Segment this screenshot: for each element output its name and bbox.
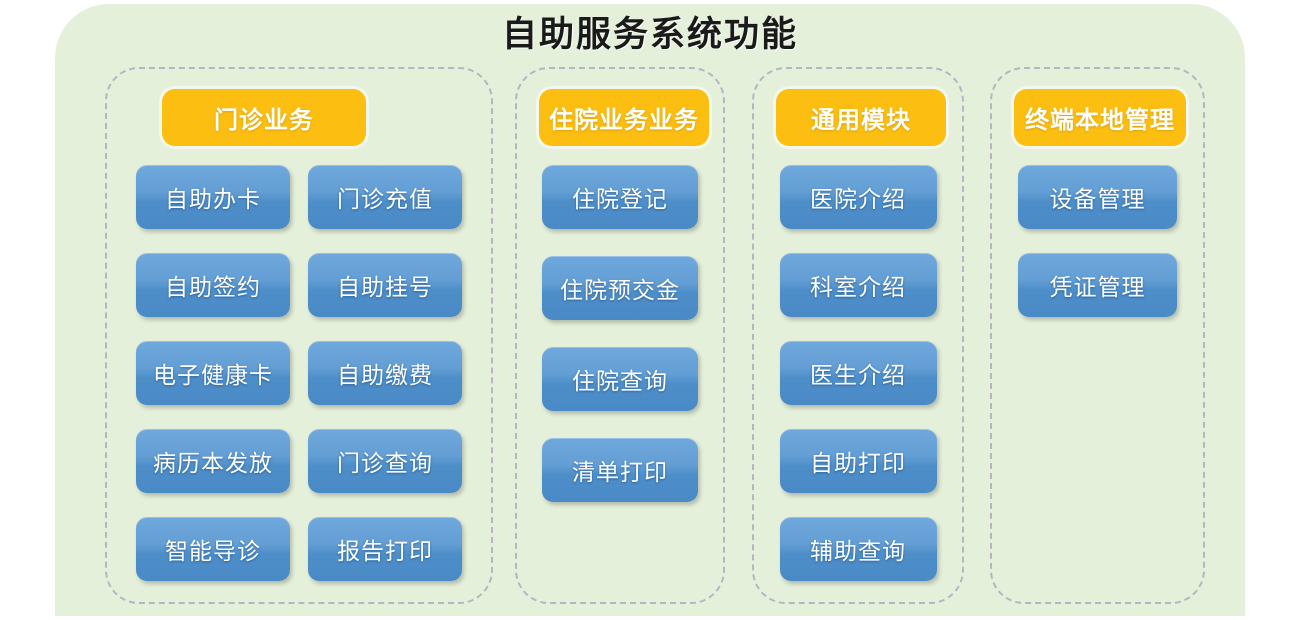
category-header-inpatient[interactable]: 住院业务业务 — [539, 89, 709, 146]
item-button[interactable]: 门诊充值 — [308, 165, 462, 229]
item-button[interactable]: 报告打印 — [308, 517, 462, 581]
item-list-common: 医院介绍 科室介绍 医生介绍 自助打印 辅助查询 — [754, 165, 962, 605]
item-button[interactable]: 自助缴费 — [308, 341, 462, 405]
main-panel: 自助服务系统功能 门诊业务 自助办卡 门诊充值 自助签约 自助挂号 电子健康卡 … — [55, 4, 1245, 616]
item-button[interactable]: 住院查询 — [542, 347, 698, 411]
item-list-terminal: 设备管理 凭证管理 — [992, 165, 1203, 341]
page-title: 自助服务系统功能 — [501, 15, 798, 54]
category-column-common: 通用模块 医院介绍 科室介绍 医生介绍 自助打印 辅助查询 — [752, 67, 964, 604]
item-button[interactable]: 门诊查询 — [308, 429, 462, 493]
item-button[interactable]: 科室介绍 — [779, 253, 937, 317]
item-button[interactable]: 住院登记 — [542, 165, 698, 229]
item-button[interactable]: 医院介绍 — [779, 165, 937, 229]
category-header-outpatient[interactable]: 门诊业务 — [162, 89, 366, 146]
item-button[interactable]: 自助挂号 — [308, 253, 462, 317]
category-column-terminal: 终端本地管理 设备管理 凭证管理 — [990, 67, 1205, 604]
item-button[interactable]: 凭证管理 — [1018, 253, 1177, 317]
item-button[interactable]: 医生介绍 — [779, 341, 937, 405]
item-button[interactable]: 住院预交金 — [542, 256, 698, 320]
item-list-outpatient: 自助办卡 门诊充值 自助签约 自助挂号 电子健康卡 自助缴费 病历本发放 门诊查… — [107, 165, 491, 605]
category-header-terminal[interactable]: 终端本地管理 — [1014, 89, 1186, 146]
item-button[interactable]: 智能导诊 — [136, 517, 290, 581]
category-column-outpatient: 门诊业务 自助办卡 门诊充值 自助签约 自助挂号 电子健康卡 自助缴费 病历本发… — [105, 67, 493, 604]
item-button[interactable]: 自助办卡 — [136, 165, 290, 229]
category-header-common[interactable]: 通用模块 — [776, 89, 946, 146]
item-button[interactable]: 电子健康卡 — [136, 341, 290, 405]
item-button[interactable]: 清单打印 — [542, 438, 698, 502]
category-column-inpatient: 住院业务业务 住院登记 住院预交金 住院查询 清单打印 — [515, 67, 725, 604]
item-button[interactable]: 自助打印 — [779, 429, 937, 493]
item-button[interactable]: 设备管理 — [1018, 165, 1177, 229]
item-button[interactable]: 自助签约 — [136, 253, 290, 317]
item-button[interactable]: 病历本发放 — [136, 429, 290, 493]
item-button[interactable]: 辅助查询 — [779, 517, 937, 581]
item-list-inpatient: 住院登记 住院预交金 住院查询 清单打印 — [517, 165, 723, 529]
